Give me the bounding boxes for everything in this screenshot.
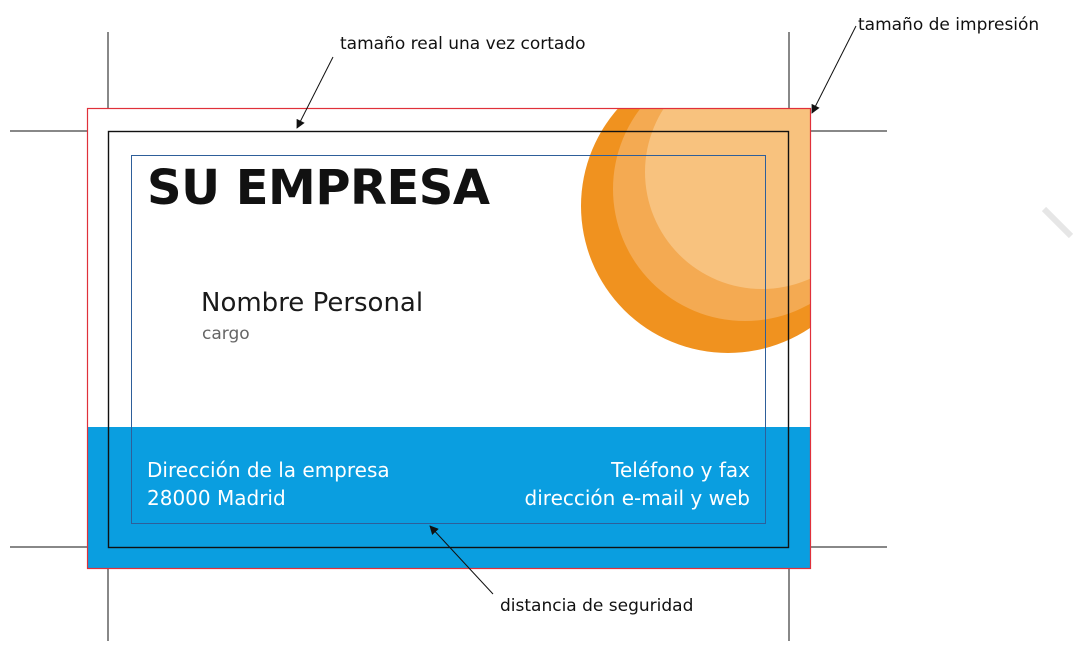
contact-line-2: dirección e-mail y web xyxy=(524,486,750,510)
address-line-1: Dirección de la empresa xyxy=(147,458,390,482)
trim-size-border xyxy=(107,130,790,549)
annotation-print-size: tamaño de impresión xyxy=(858,15,1040,35)
person-name: Nombre Personal xyxy=(201,288,424,318)
contact-line-1: Teléfono y fax xyxy=(611,458,750,482)
person-role: cargo xyxy=(202,324,250,344)
annotation-arrows xyxy=(296,25,857,595)
corner-mark-decoration xyxy=(1041,206,1074,239)
orange-circle-inner xyxy=(645,108,811,289)
arrow-trim-size xyxy=(296,56,334,129)
address-line-2: 28000 Madrid xyxy=(147,486,286,510)
annotation-safety-margin: distancia de seguridad xyxy=(500,596,694,616)
arrow-print-size xyxy=(811,25,857,114)
card-artwork xyxy=(87,108,811,569)
annotation-trim-size: tamaño real una vez cortado xyxy=(340,34,586,54)
company-name: SU EMPRESA xyxy=(147,160,490,216)
footer-band xyxy=(87,427,811,569)
safety-margin-border xyxy=(131,155,766,524)
print-size-border xyxy=(86,107,812,570)
arrow-safety-margin xyxy=(429,525,494,595)
